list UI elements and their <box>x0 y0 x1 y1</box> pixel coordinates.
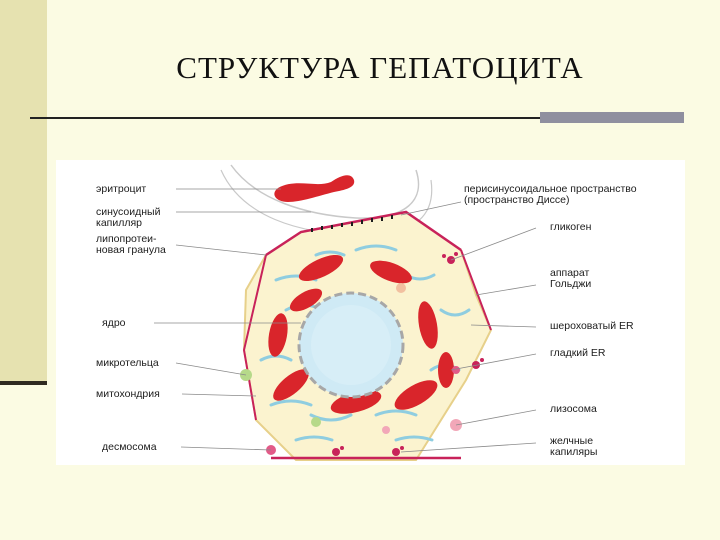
side-accent-bar <box>0 0 47 384</box>
label-glycogen: гликоген <box>550 222 591 233</box>
label-mitochondrion: митохондрия <box>96 389 160 400</box>
label-rough-er: шероховатый ER <box>550 321 634 332</box>
side-accent-line <box>0 381 47 385</box>
label-sinusoid-line2: капилляр <box>96 218 142 229</box>
label-golgi-line2: Гольджи <box>550 279 591 290</box>
label-smooth-er: гладкий ER <box>550 348 606 359</box>
label-disse-line2: (пространство Диссе) <box>464 195 570 206</box>
label-lipoprotein-line2: новая гранула <box>96 245 166 256</box>
label-microbody: микротельца <box>96 358 159 369</box>
label-bile-line2: капиляры <box>550 447 597 458</box>
label-desmosome: десмосома <box>102 442 157 453</box>
label-erythrocyte: эритроцит <box>96 184 146 195</box>
label-lysosome: лизосома <box>550 404 597 415</box>
hepatocyte-diagram: эритроцит синусоидный капилляр липопроте… <box>56 160 685 465</box>
label-nucleus: ядро <box>102 318 126 329</box>
title-rule <box>30 117 542 119</box>
title-rule-block <box>540 112 684 123</box>
slide-title: СТРУКТУРА ГЕПАТОЦИТА <box>60 50 700 86</box>
